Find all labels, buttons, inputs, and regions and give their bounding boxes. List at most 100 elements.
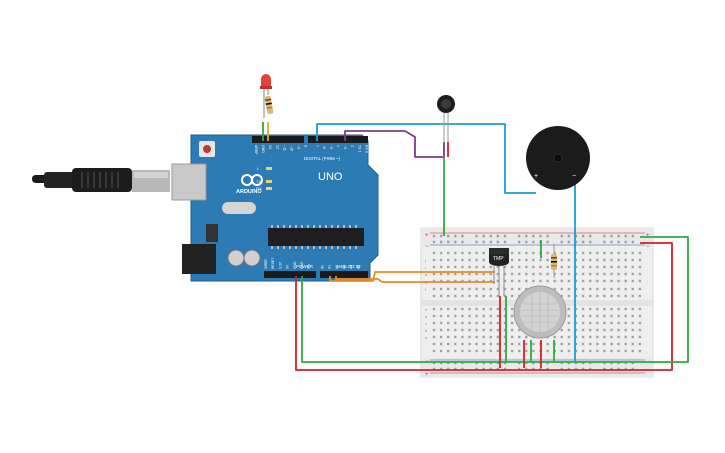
breadboard-hole (589, 321, 592, 325)
breadboard-hole (454, 367, 457, 371)
breadboard-hole (432, 342, 436, 346)
breadboard-hole (624, 335, 627, 339)
breadboard-hole (603, 294, 606, 298)
breadboard-hole (525, 258, 528, 262)
breadboard-hole (532, 342, 535, 346)
breadboard-hole (638, 321, 642, 325)
breadboard-hole (589, 367, 592, 371)
breadboard-hole (603, 279, 606, 283)
wire-analog-a0[interactable] (329, 271, 495, 282)
bottom-pin-label: A4 (349, 265, 353, 269)
usb-cable[interactable] (32, 168, 170, 192)
breadboard-hole (546, 240, 549, 244)
top-header-left (252, 136, 304, 143)
breadboard-hole (475, 314, 478, 318)
breadboard-hole (489, 314, 492, 318)
bottom-pin-label: A3 (342, 265, 346, 269)
led-label-l: L (257, 166, 260, 171)
breadboard-hole (475, 287, 478, 291)
breadboard-hole (496, 314, 500, 318)
breadboard-hole (489, 287, 492, 291)
breadboard-hole (589, 234, 592, 238)
breadboard-hole (638, 307, 642, 311)
breadboard-hole (532, 349, 535, 353)
breadboard-hole (525, 287, 528, 291)
led-resistor[interactable] (264, 95, 274, 115)
breadboard-hole (631, 287, 634, 291)
piezo-buzzer[interactable]: + − (526, 126, 590, 190)
breadboard-hole (610, 234, 613, 238)
wires[interactable] (262, 122, 689, 371)
breadboard-hole (482, 251, 485, 255)
led-component[interactable] (260, 74, 272, 118)
top-pin-label: ~10 (290, 145, 294, 151)
breadboard-hole (589, 258, 592, 262)
breadboard-hole (574, 321, 578, 325)
breadboard-hole (496, 321, 500, 325)
temperature-sensor[interactable]: TMP (489, 248, 509, 296)
bottom-pin-label: A5 (356, 265, 360, 269)
breadboard-hole (482, 361, 485, 365)
arduino-uno-board[interactable]: L TX RX ARDUINO UNO DIGITAL (PWM ~) POWE… (171, 134, 379, 282)
wire-buzzer-signal[interactable] (316, 123, 536, 194)
breadboard-hole (432, 367, 436, 371)
breadboard-hole (567, 272, 571, 276)
breadboard-hole (525, 349, 528, 353)
gas-sensor[interactable] (513, 285, 567, 339)
breadboard-hole (539, 279, 542, 283)
breadboard-hole (447, 335, 450, 339)
breadboard-hole (439, 251, 443, 255)
breadboard-hole (567, 349, 571, 353)
breadboard-hole (532, 361, 535, 365)
breadboard-hole (581, 314, 585, 318)
breadboard-hole (624, 307, 627, 311)
breadboard-hole (638, 251, 642, 255)
row-letter: j (424, 258, 426, 263)
wire-gnd-rail[interactable] (301, 236, 689, 363)
breadboard-hole (439, 342, 443, 346)
breadboard-hole (631, 321, 634, 325)
breadboard-hole (631, 279, 634, 283)
breadboard-hole (567, 335, 571, 339)
breadboard-hole (454, 314, 457, 318)
breadboard-hole (567, 279, 571, 283)
wire-5v-rail[interactable] (295, 242, 673, 371)
arduino-logo-icon (241, 174, 263, 186)
breadboard-hole (454, 328, 457, 332)
top-pin-label: 2 (350, 145, 354, 147)
bottom-header-power (264, 271, 316, 278)
breadboard-hole (638, 287, 642, 291)
top-pin-label: ~5 (329, 145, 333, 149)
breadboard-hole (518, 265, 521, 269)
breadboard-hole (468, 335, 471, 339)
breadboard-hole (468, 251, 471, 255)
breadboard-hole (475, 240, 478, 244)
breadboard-hole (631, 349, 634, 353)
breadboard-hole (518, 335, 521, 339)
breadboard-hole (482, 272, 485, 276)
breadboard-hole (617, 335, 620, 339)
breadboard-hole (454, 361, 457, 365)
breadboard-hole (503, 294, 507, 298)
breadboard-hole (532, 367, 535, 371)
row-letter: d (425, 314, 427, 319)
breadboard-hole (574, 367, 578, 371)
breadboard-hole (489, 279, 492, 283)
breadboard-hole (624, 234, 627, 238)
breadboard-hole (468, 265, 471, 269)
vibration-motor[interactable] (437, 95, 455, 142)
breadboard-hole (475, 321, 478, 325)
breadboard-hole (496, 361, 500, 365)
breadboard-hole (610, 240, 613, 244)
sensor-resistor[interactable] (551, 244, 557, 278)
breadboard-hole (525, 335, 528, 339)
breadboard-hole (496, 287, 500, 291)
breadboard-hole (447, 321, 450, 325)
breadboard-hole (631, 258, 634, 262)
capacitor-1 (227, 249, 245, 267)
breadboard-hole (503, 265, 507, 269)
crystal (222, 202, 256, 214)
wire-analog-a1[interactable] (335, 276, 495, 283)
breadboard-hole (624, 240, 627, 244)
